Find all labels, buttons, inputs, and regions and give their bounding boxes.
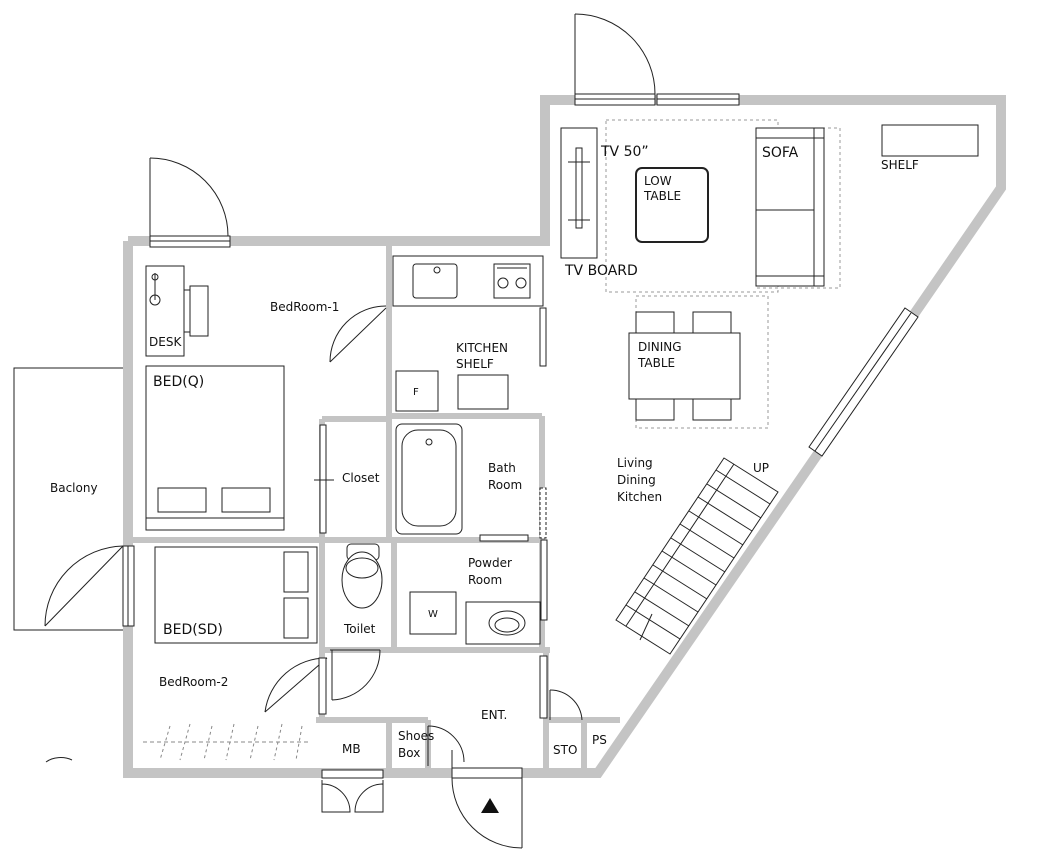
toilet-label: Toilet: [343, 622, 376, 636]
ps-label: PS: [592, 733, 607, 747]
desk-chair: [189, 285, 209, 337]
shelf: [881, 124, 979, 157]
bed-semidouble-label: BED(SD): [163, 622, 223, 638]
stairs-up-label: UP: [753, 461, 769, 475]
kitchen-shelf-label-1: KITCHEN: [456, 341, 508, 355]
staircase: UP: [615, 457, 779, 655]
door-swings: [44, 13, 656, 849]
low-table: [635, 167, 709, 243]
dining-chair: [635, 311, 675, 335]
powder-label-2: Room: [468, 573, 502, 587]
ldk-label-2: Dining: [617, 473, 656, 487]
closet-hangers: [159, 723, 303, 761]
toilet-bowl: [341, 551, 383, 609]
balcony-label: Baclony: [50, 481, 98, 495]
low-table-label-2: TABLE: [643, 189, 681, 203]
bedroom-1-label: BedRoom-1: [270, 300, 339, 314]
windows: [122, 93, 919, 779]
ldk-label-1: Living: [617, 456, 653, 470]
closet-label: Closet: [342, 471, 380, 485]
shelf-label: SHELF: [881, 158, 919, 172]
pillow: [283, 597, 309, 639]
dining-table: [628, 332, 741, 400]
ldk-label-3: Kitchen: [617, 490, 662, 504]
low-table-label-1: LOW: [644, 174, 672, 188]
entrance: ENT. MB Shoes Box STO PS: [342, 708, 607, 813]
fridge-label: F: [413, 387, 419, 398]
fridge: [395, 370, 439, 412]
sofa-label: SOFA: [762, 145, 799, 161]
sink: [412, 263, 458, 299]
dining-chair: [635, 397, 675, 421]
kitchen: KITCHEN SHELF F: [392, 255, 544, 412]
entry-marker-icon: [481, 798, 499, 813]
dining-chair: [692, 311, 732, 335]
bath-label-1: Bath: [488, 461, 516, 475]
living-area: TV 50” TV BOARD LOW TABLE SOFA SHELF: [560, 119, 979, 293]
shoes-box-label-2: Box: [398, 746, 420, 760]
bedroom-2: BED(SD) BedRoom-2: [143, 546, 318, 761]
desk-label: DESK: [149, 335, 182, 349]
bathroom: Bath Room: [395, 423, 522, 535]
sliding-doors: [314, 307, 548, 719]
dining-chair: [692, 397, 732, 421]
bathtub: [395, 423, 463, 535]
bedroom-1: BedRoom-1 DESK BED(Q): [145, 265, 339, 531]
kitchen-shelf-label-2: SHELF: [456, 357, 494, 371]
kitchen-shelf: [457, 374, 509, 410]
shoes-box-label-1: Shoes: [398, 729, 434, 743]
desk: [145, 265, 185, 357]
stove: [493, 263, 531, 299]
ldk-label: Living Dining Kitchen: [617, 456, 662, 504]
vanity: [465, 601, 541, 645]
tv-label: TV 50”: [600, 144, 649, 160]
bed-queen-label: BED(Q): [153, 374, 204, 390]
tv-board-label: TV BOARD: [564, 263, 638, 279]
wash-basin: [488, 610, 526, 636]
powder-label-1: Powder: [468, 556, 512, 570]
dining-area: DINING TABLE: [628, 295, 769, 429]
exterior-walls: [123, 95, 1006, 778]
washing-machine: [409, 591, 457, 635]
pillow: [157, 487, 207, 513]
bedroom-2-label: BedRoom-2: [159, 675, 228, 689]
washer-label: W: [428, 609, 438, 620]
pillow: [283, 551, 309, 593]
entrance-label: ENT.: [481, 708, 507, 722]
pillow: [221, 487, 271, 513]
dining-table-label-2: TABLE: [637, 356, 675, 370]
mb-label: MB: [342, 742, 361, 756]
toilet-room: Toilet: [341, 543, 383, 636]
storage-label: STO: [553, 743, 577, 757]
tv: [575, 147, 583, 229]
powder-room: Powder Room W: [409, 556, 541, 645]
dining-table-label-1: DINING: [638, 340, 682, 354]
balcony: Baclony: [13, 367, 129, 631]
bath-label-2: Room: [488, 478, 522, 492]
